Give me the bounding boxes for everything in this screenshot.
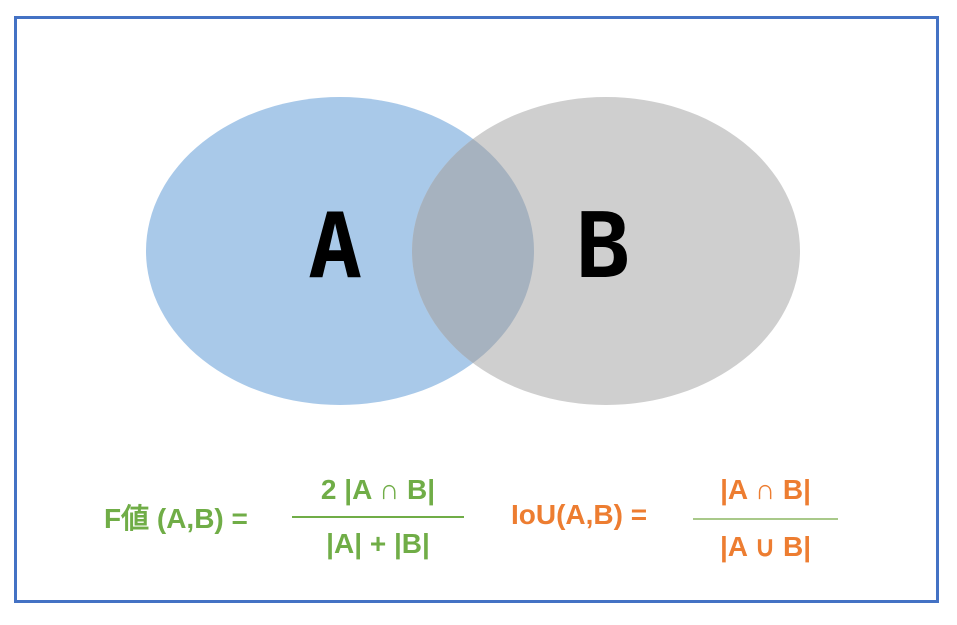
- set-b-ellipse: [412, 97, 800, 405]
- set-a-label: A: [308, 194, 363, 299]
- iou-numerator: |A ∩ B|: [720, 474, 811, 505]
- f-score-lhs: F値 (A,B) =: [104, 503, 248, 534]
- set-a-ellipse: [146, 97, 534, 405]
- iou-fraction-bar: [693, 518, 838, 520]
- f-score-numerator: 2 |A ∩ B|: [320, 474, 436, 505]
- f-score-denominator: |A| + |B|: [326, 528, 430, 559]
- iou-lhs: IoU(A,B) =: [511, 499, 648, 530]
- set-b-label: B: [576, 194, 631, 299]
- f-score-fraction-bar: [292, 516, 464, 518]
- iou-denominator: |A ∪ B|: [719, 531, 812, 562]
